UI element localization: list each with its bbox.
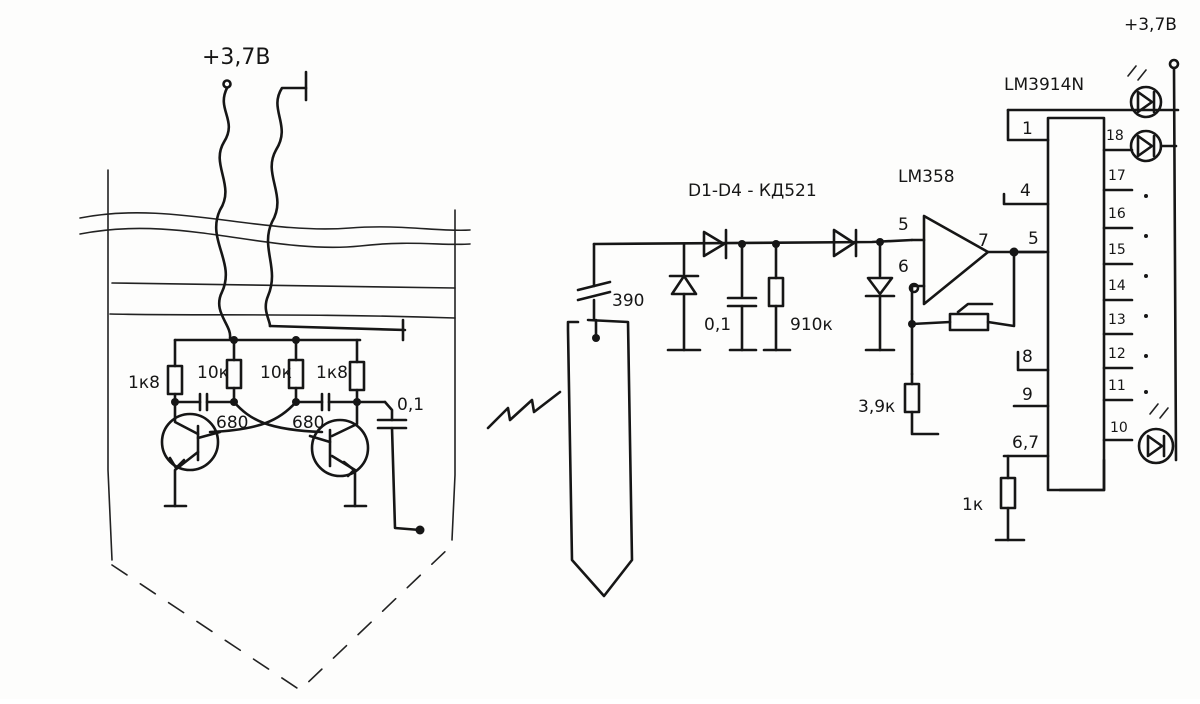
cable-bands — [79, 212, 471, 319]
driver-pin-12: 12 — [1108, 346, 1126, 362]
diode-shunt-2 — [864, 238, 896, 352]
receiving-probe — [566, 318, 634, 598]
diode-d1 — [702, 228, 728, 260]
r-right-label: 1к8 — [316, 363, 348, 383]
driver-pin-8: 8 — [1022, 347, 1033, 367]
opamp-pin6: 6 — [898, 257, 909, 277]
driver-pin-10: 10 — [1110, 420, 1128, 436]
c-left-label: 680 — [216, 413, 248, 433]
driver-ground — [1058, 458, 1106, 492]
opamp-pin5: 5 — [898, 215, 909, 235]
opamp-label: LM358 — [898, 167, 955, 187]
driver-pin-13: 13 — [1108, 312, 1126, 328]
c-filter-label: 0,1 — [704, 315, 731, 335]
driver-pin-9: 9 — [1022, 385, 1033, 405]
driver-pin-15: 15 — [1108, 242, 1126, 258]
probe-housing — [107, 169, 456, 692]
filter-resistor — [762, 240, 792, 352]
diode-shunt-1 — [666, 242, 702, 352]
driver-pin-17: 17 — [1108, 168, 1126, 184]
r-filter-label: 910к — [790, 315, 833, 335]
opamp-pin7: 7 — [978, 231, 989, 251]
led-2 — [1129, 129, 1178, 163]
led-1 — [1127, 65, 1163, 119]
c-out-label: 0,1 — [397, 395, 424, 415]
r-bottom-label: 1к — [962, 495, 983, 515]
supply-wires — [214, 70, 407, 342]
diode-note-label: D1-D4 - КД521 — [688, 181, 817, 201]
driver-pins-right — [1102, 148, 1134, 442]
mv-cross-coupling — [171, 392, 387, 434]
r-left-label: 1к8 — [128, 373, 160, 393]
driver-ic-body — [1046, 116, 1106, 492]
filter-capacitor — [726, 240, 758, 352]
diode-d3 — [832, 228, 858, 258]
driver-pin-18: 18 — [1106, 128, 1124, 144]
supply-left-label: +3,7В — [202, 45, 271, 70]
led-dots — [1144, 194, 1148, 394]
transistor-right — [308, 400, 370, 508]
c-in-label: 390 — [612, 291, 644, 311]
driver-supply — [1006, 58, 1180, 462]
mv-output-cap — [376, 400, 425, 535]
r-feedback-label: 3,9к — [858, 397, 895, 417]
driver-pins-left — [994, 192, 1050, 542]
driver-pin-4: 4 — [1020, 181, 1031, 201]
driver-pin-16: 16 — [1108, 206, 1126, 222]
r-mid-left-label: 10к — [197, 363, 229, 383]
detector-signal-line — [592, 238, 914, 246]
transistor-left — [160, 400, 222, 508]
driver-pin-67: 6,7 — [1012, 433, 1039, 453]
driver-pin-5: 5 — [1028, 229, 1039, 249]
driver-pin-11: 11 — [1108, 378, 1126, 394]
driver-pin-14: 14 — [1108, 278, 1126, 294]
input-capacitor — [576, 242, 612, 322]
driver-pin-1: 1 — [1022, 119, 1033, 139]
feedback-network — [903, 250, 1016, 436]
r-mid-right-label: 10к — [260, 363, 292, 383]
coupling-symbol — [486, 390, 562, 430]
supply-right-label: +3,7В — [1124, 15, 1177, 35]
led-10 — [1137, 403, 1175, 465]
c-right-label: 680 — [292, 413, 324, 433]
driver-label: LM3914N — [1004, 75, 1084, 95]
